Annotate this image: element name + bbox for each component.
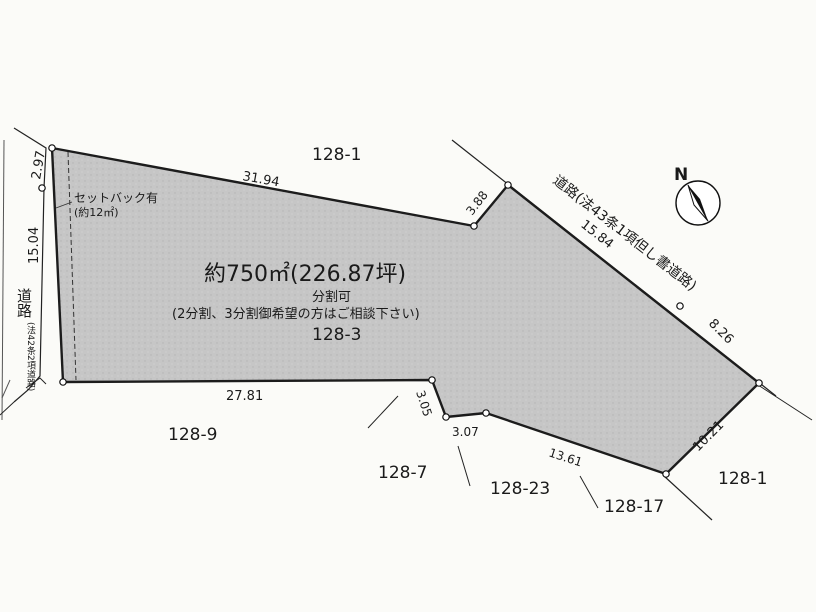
lot-number: 128-3 xyxy=(312,325,361,345)
dim-north: 31.94 xyxy=(241,169,280,190)
neighbor-south-b: 128-23 xyxy=(490,479,550,499)
south-east-boundary-ext xyxy=(663,475,713,521)
lot-polygon xyxy=(50,146,761,476)
dim-south-step: 3.05 xyxy=(413,389,435,419)
dim-west-top: 2.97 xyxy=(29,150,49,181)
neighbor-south-a: 128-7 xyxy=(378,463,427,483)
neighbor-southwest: 128-9 xyxy=(168,425,217,445)
west-road-strip xyxy=(0,127,47,421)
road-west-sublabel: (法42条2項道路) xyxy=(25,322,36,391)
dim-road-east-2: 8.26 xyxy=(705,316,736,347)
leader-128-23 xyxy=(457,445,471,487)
north-arrow-icon xyxy=(675,180,721,226)
dim-west-main: 15.04 xyxy=(27,227,42,264)
dim-south-west: 27.81 xyxy=(226,389,263,404)
leader-128-17 xyxy=(579,475,599,509)
dim-south-east: 13.61 xyxy=(547,446,584,470)
dim-south-mid: 3.07 xyxy=(452,425,479,439)
vertices xyxy=(38,144,763,478)
setback-leader xyxy=(55,201,73,209)
lot-divisible: 分割可 xyxy=(312,289,351,305)
leader-128-7 xyxy=(367,395,399,429)
neighbor-south-c: 128-17 xyxy=(604,497,664,517)
neighbor-north: 128-1 xyxy=(312,145,361,165)
setback-label: セットバック有 xyxy=(74,191,158,205)
north-label: N xyxy=(674,165,688,185)
neighbor-east: 128-1 xyxy=(718,469,767,489)
setback-area: (約12㎡) xyxy=(74,205,119,219)
lot-note: (2分割、3分割御希望の方はご相談下さい) xyxy=(172,306,420,322)
east-road-edge-ext xyxy=(754,382,813,421)
road-west-label: 道路 xyxy=(15,288,33,318)
setback-line xyxy=(67,151,77,381)
lot-area: 約750㎡(226.87坪) xyxy=(204,261,406,287)
